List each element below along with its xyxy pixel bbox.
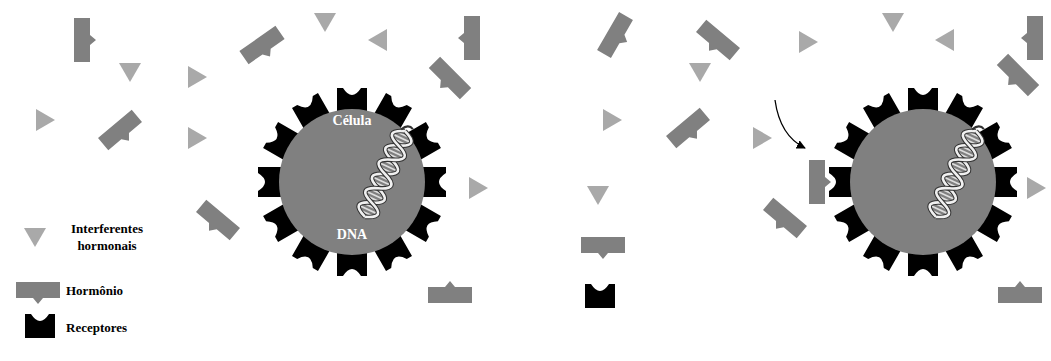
legend-triangle [24, 228, 46, 247]
interferent [799, 31, 818, 53]
hormone [425, 57, 472, 104]
hormone [998, 281, 1042, 303]
receptor-ring [258, 88, 446, 276]
interferent [587, 186, 609, 205]
receptor [258, 167, 282, 197]
cell-body [850, 109, 996, 255]
hormone [759, 198, 807, 243]
interferents [587, 13, 1046, 205]
hormone [192, 200, 240, 245]
hormone [993, 54, 1040, 101]
interferent [188, 127, 207, 149]
legend-samples [16, 228, 60, 338]
interferent [603, 109, 622, 131]
bound-hormone [809, 160, 831, 204]
dna-helix [927, 121, 989, 221]
cell-body [279, 109, 425, 255]
cell-circle: CélulaDNA [279, 109, 425, 255]
receptor [908, 88, 938, 112]
cell-label: Célula [333, 112, 372, 129]
receptor [337, 88, 367, 112]
interferent [368, 29, 387, 51]
hormone [428, 281, 472, 303]
pointer-arrow [775, 100, 805, 148]
hormone [581, 237, 625, 259]
interferent [314, 13, 336, 32]
legend-label: Receptores [66, 319, 186, 336]
interferent [469, 177, 488, 199]
hormones [581, 12, 1043, 303]
interferent [935, 29, 954, 51]
receptor [908, 252, 938, 276]
legend-receptor [25, 314, 55, 338]
receptor [422, 167, 446, 197]
interferent [753, 127, 772, 149]
hormone [1021, 16, 1043, 60]
receptor-ring [829, 88, 1017, 276]
hormone [458, 16, 480, 60]
interferent [882, 13, 904, 32]
hormones [74, 16, 480, 303]
hormone [666, 108, 714, 153]
hormone [597, 12, 638, 61]
receptor [829, 167, 853, 197]
interferent [689, 63, 711, 82]
receptor [585, 284, 615, 308]
interferent [119, 63, 141, 82]
hormone [98, 110, 146, 155]
hormone [239, 26, 288, 69]
interferent [36, 109, 55, 131]
dna-helix [356, 121, 418, 221]
interferent [1027, 177, 1046, 199]
hormone [74, 18, 96, 62]
interferent [188, 66, 207, 88]
legend-hormone [16, 282, 60, 304]
dna-label: DNA [337, 226, 367, 243]
legend-label: Hormônio [66, 282, 186, 299]
legend-label: Interferentes hormonais [58, 220, 156, 254]
receptor [993, 167, 1017, 197]
receptor [337, 252, 367, 276]
hormone [692, 20, 740, 65]
